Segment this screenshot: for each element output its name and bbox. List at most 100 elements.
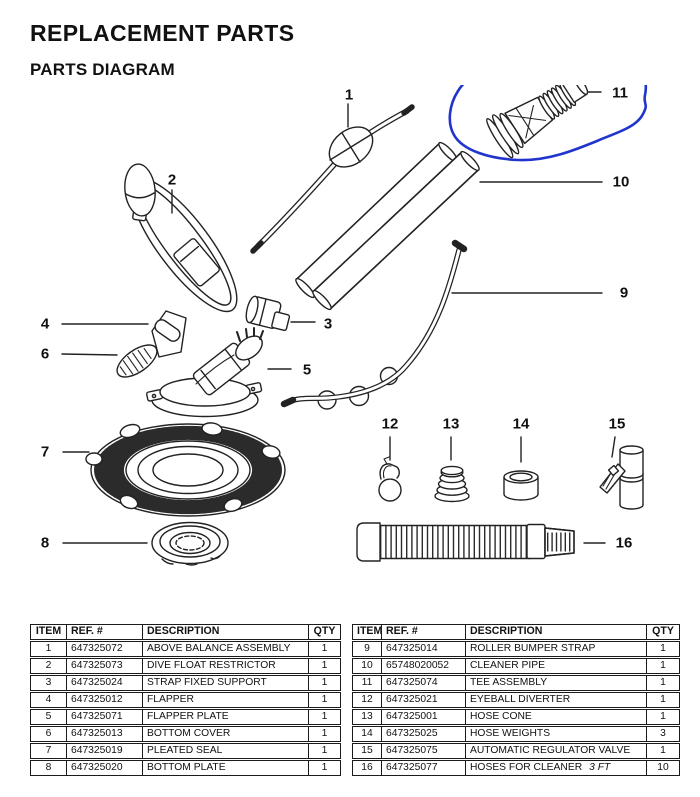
table-cell-qty: 1 bbox=[647, 743, 680, 759]
part-description: DIVE FLOAT RESTRICTOR bbox=[147, 660, 276, 672]
table-cell-ref: 647325019 bbox=[67, 743, 143, 759]
col-header-ref: REF. # bbox=[382, 624, 466, 640]
table-cell-qty: 1 bbox=[647, 709, 680, 725]
part-description: HOSE CONE bbox=[470, 711, 532, 723]
col-header-item: ITEM bbox=[352, 624, 382, 640]
part-13-hose-cone bbox=[434, 465, 470, 503]
table-cell-item: 15 bbox=[352, 743, 382, 759]
table-header-row: ITEM REF. # DESCRIPTION QTY bbox=[352, 624, 680, 640]
part-6-bottom-cover bbox=[116, 344, 158, 378]
callout-14: 14 bbox=[512, 415, 530, 433]
table-cell-ref: 647325014 bbox=[382, 641, 466, 657]
table-cell-item: 11 bbox=[352, 675, 382, 691]
table-cell-item: 7 bbox=[30, 743, 67, 759]
table-cell-item: 12 bbox=[352, 692, 382, 708]
table-cell-desc: FLAPPER bbox=[143, 692, 309, 708]
part-8-bottom-plate bbox=[151, 521, 229, 566]
part-5-flapper-plate bbox=[145, 327, 264, 418]
table-cell-desc: HOSE WEIGHTS bbox=[466, 726, 647, 742]
exploded-parts-illustration bbox=[61, 85, 648, 566]
table-cell-ref: 647325020 bbox=[67, 760, 143, 776]
callout-16: 16 bbox=[615, 534, 633, 552]
callout-6: 6 bbox=[40, 345, 50, 363]
table-header-row: ITEM REF. # DESCRIPTION QTY bbox=[30, 624, 341, 640]
table-cell-ref: 647325024 bbox=[67, 675, 143, 691]
table-cell-ref: 647325013 bbox=[67, 726, 143, 742]
page-title: REPLACEMENT PARTS bbox=[30, 20, 295, 46]
table-cell-item: 13 bbox=[352, 709, 382, 725]
part-4-flapper bbox=[151, 310, 187, 358]
table-cell-desc: HOSE CONE bbox=[466, 709, 647, 725]
table-cell-item: 6 bbox=[30, 726, 67, 742]
callout-8: 8 bbox=[40, 534, 50, 552]
table-cell-qty: 1 bbox=[309, 709, 341, 725]
part-description: CLEANER PIPE bbox=[470, 660, 545, 672]
part-description: ROLLER BUMPER STRAP bbox=[470, 643, 596, 655]
col-header-item: ITEM bbox=[30, 624, 67, 640]
part-1-above-balance-assembly bbox=[250, 104, 415, 254]
part-description: PLEATED SEAL bbox=[147, 745, 223, 757]
table-cell-qty: 10 bbox=[647, 760, 680, 776]
seal-vent-holes bbox=[110, 436, 264, 508]
part-11-tee-assembly bbox=[486, 85, 589, 159]
table-cell-qty: 1 bbox=[309, 692, 341, 708]
table-cell-ref: 647325074 bbox=[382, 675, 466, 691]
callout-15: 15 bbox=[608, 415, 626, 433]
callout-7: 7 bbox=[40, 443, 50, 461]
part-description-note: 3 FT bbox=[589, 762, 611, 774]
callout-9: 9 bbox=[619, 284, 629, 302]
part-2-dive-float-restrictor bbox=[124, 163, 238, 313]
table-cell-item: 2 bbox=[30, 658, 67, 674]
table-cell-qty: 3 bbox=[647, 726, 680, 742]
part-12-eyeball-diverter bbox=[378, 456, 402, 502]
part-description: FLAPPER PLATE bbox=[147, 711, 229, 723]
table-cell-desc: ABOVE BALANCE ASSEMBLY bbox=[143, 641, 309, 657]
part-3-strap-fixed-support bbox=[245, 295, 291, 332]
part-description: TEE ASSEMBLY bbox=[470, 677, 548, 689]
table-cell-qty: 1 bbox=[309, 641, 341, 657]
table-cell-desc: FLAPPER PLATE bbox=[143, 709, 309, 725]
table-cell-qty: 1 bbox=[647, 641, 680, 657]
table-cell-qty: 1 bbox=[309, 760, 341, 776]
table-cell-qty: 1 bbox=[309, 675, 341, 691]
table-cell-item: 1 bbox=[30, 641, 67, 657]
callout-3: 3 bbox=[323, 315, 333, 333]
table-cell-desc: CLEANER PIPE bbox=[466, 658, 647, 674]
part-16-hose bbox=[356, 522, 575, 562]
callout-13: 13 bbox=[442, 415, 460, 433]
table-cell-ref: 647325075 bbox=[382, 743, 466, 759]
part-description: BOTTOM COVER bbox=[147, 728, 231, 740]
table-cell-item: 5 bbox=[30, 709, 67, 725]
table-cell-ref: 647325021 bbox=[382, 692, 466, 708]
table-cell-ref: 647325025 bbox=[382, 726, 466, 742]
part-15-automatic-regulator-valve bbox=[599, 445, 644, 510]
table-cell-qty: 1 bbox=[647, 658, 680, 674]
col-header-description: DESCRIPTION bbox=[466, 624, 647, 640]
callout-1: 1 bbox=[344, 86, 354, 104]
callout-11: 11 bbox=[612, 84, 628, 102]
table-cell-qty: 1 bbox=[647, 675, 680, 691]
table-cell-desc: PLEATED SEAL bbox=[143, 743, 309, 759]
part-description: STRAP FIXED SUPPORT bbox=[147, 677, 267, 689]
part-10-cleaner-pipe bbox=[295, 141, 480, 311]
table-cell-desc: BOTTOM PLATE bbox=[143, 760, 309, 776]
part-description: FLAPPER bbox=[147, 694, 194, 706]
table-cell-item: 16 bbox=[352, 760, 382, 776]
annotation-circle bbox=[448, 85, 648, 162]
table-cell-item: 9 bbox=[352, 641, 382, 657]
part-14-hose-weight bbox=[503, 470, 539, 501]
part-description: AUTOMATIC REGULATOR VALVE bbox=[470, 745, 631, 757]
table-cell-qty: 1 bbox=[647, 692, 680, 708]
table-cell-ref: 647325012 bbox=[67, 692, 143, 708]
